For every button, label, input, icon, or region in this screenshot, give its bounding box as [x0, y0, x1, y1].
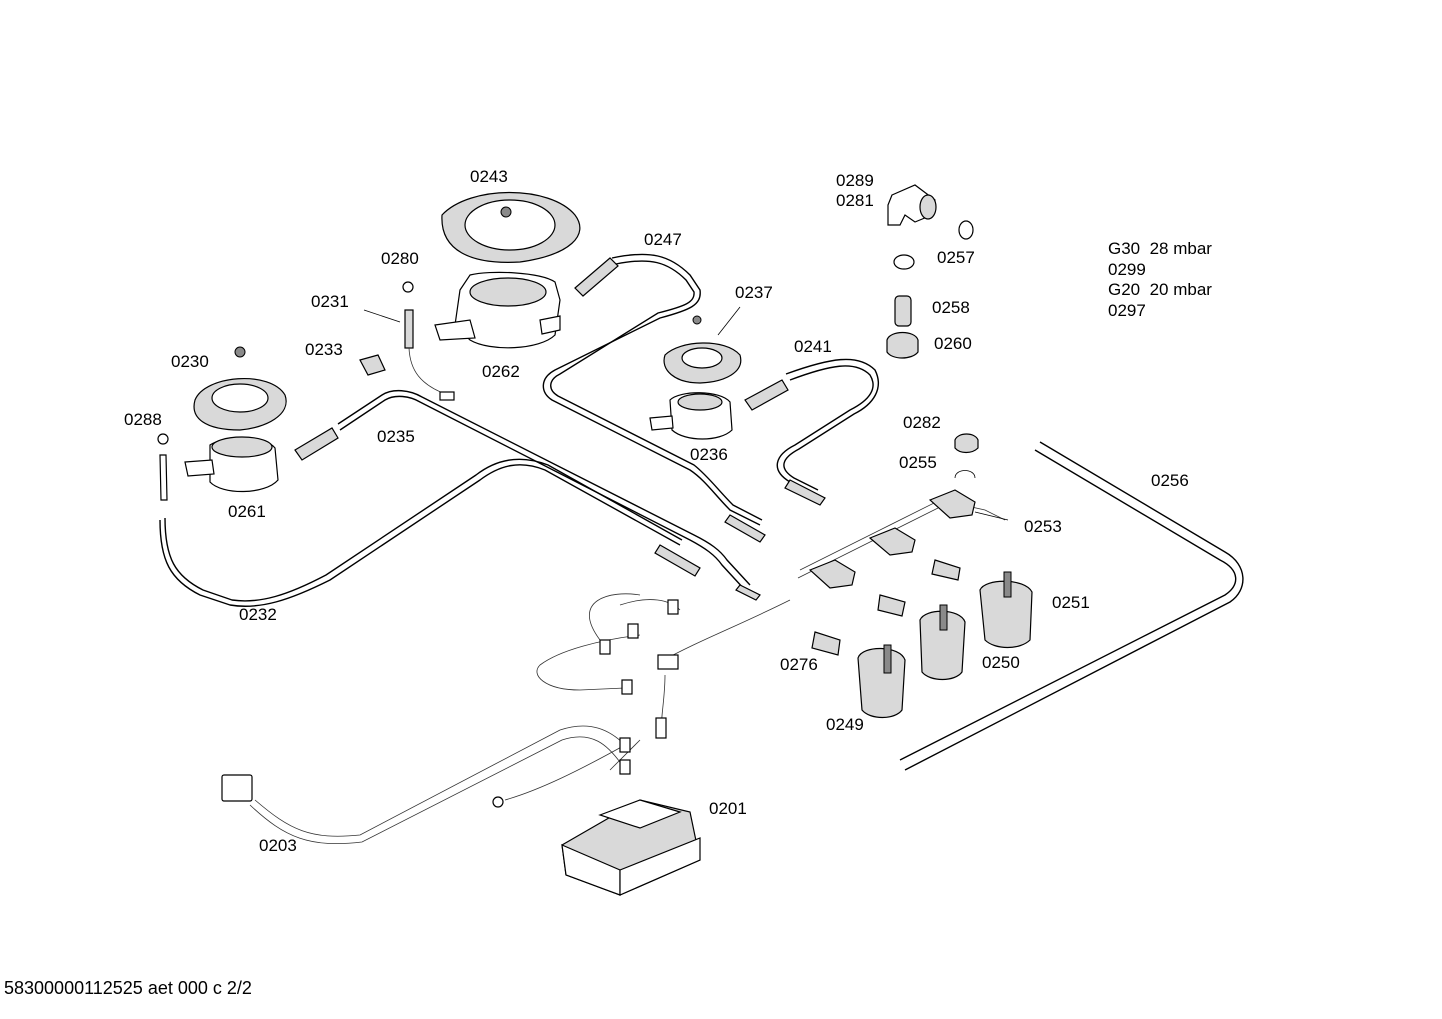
legend-line-4: 0297 [1108, 301, 1146, 320]
document-footer: 58300000112525 aet 000 c 2/2 [4, 978, 252, 998]
wiring-loom [221, 593, 791, 845]
burner-0261 [157, 346, 287, 501]
burner-0236 [649, 315, 742, 440]
label-0281: 0281 [836, 191, 874, 210]
injector-nipples [294, 257, 826, 601]
label-0203: 0203 [259, 836, 297, 855]
label-0276: 0276 [780, 655, 818, 674]
label-0282: 0282 [903, 413, 941, 432]
label-0289: 0289 [836, 171, 874, 190]
label-0233: 0233 [305, 340, 343, 359]
label-0249: 0249 [826, 715, 864, 734]
label-0235: 0235 [377, 427, 415, 446]
legend-line-3: G20 20 mbar [1108, 280, 1212, 299]
valve-0249 [857, 647, 906, 719]
gas-type-legend: G30 28 mbar 0299 G20 20 mbar 0297 [1108, 239, 1212, 320]
label-0241: 0241 [794, 337, 832, 356]
label-0261: 0261 [228, 502, 266, 521]
label-0256: 0256 [1151, 471, 1189, 490]
connector-icon [221, 774, 253, 802]
label-0201: 0201 [709, 799, 747, 818]
label-0232: 0232 [239, 605, 277, 624]
label-0247: 0247 [644, 230, 682, 249]
label-0250: 0250 [982, 653, 1020, 672]
screw-icon [234, 346, 246, 358]
label-0231: 0231 [311, 292, 349, 311]
washer-icon [157, 433, 169, 445]
label-0230: 0230 [171, 352, 209, 371]
gas-inlet [886, 184, 979, 479]
label-0258: 0258 [932, 298, 970, 317]
valve-manifold [797, 489, 1033, 719]
label-0257: 0257 [937, 248, 975, 267]
label-0260: 0260 [934, 334, 972, 353]
part-labels: 0243 0247 0280 0231 0233 0230 0288 0262 … [124, 167, 1189, 855]
label-0237: 0237 [735, 283, 773, 302]
valve-0251 [979, 580, 1033, 649]
legend-line-2: 0299 [1108, 260, 1146, 279]
label-0251: 0251 [1052, 593, 1090, 612]
screw-icon [500, 206, 512, 218]
label-0236: 0236 [690, 445, 728, 464]
label-0253: 0253 [1024, 517, 1062, 536]
leader-lines [363, 306, 1009, 521]
clip-0233 [359, 354, 386, 376]
legend-line-1: G30 28 mbar [1108, 239, 1212, 258]
electrode-0231 [359, 309, 455, 401]
label-0243: 0243 [470, 167, 508, 186]
washer-icon [402, 281, 414, 293]
label-0255: 0255 [899, 453, 937, 472]
label-0280: 0280 [381, 249, 419, 268]
label-0262: 0262 [482, 362, 520, 381]
burner-0262 [402, 192, 581, 349]
valve-0250 [919, 610, 966, 681]
label-0288: 0288 [124, 410, 162, 429]
ignition-module-0201 [561, 799, 701, 896]
screw-icon [692, 315, 702, 325]
gas-pipes [159, 253, 1244, 771]
